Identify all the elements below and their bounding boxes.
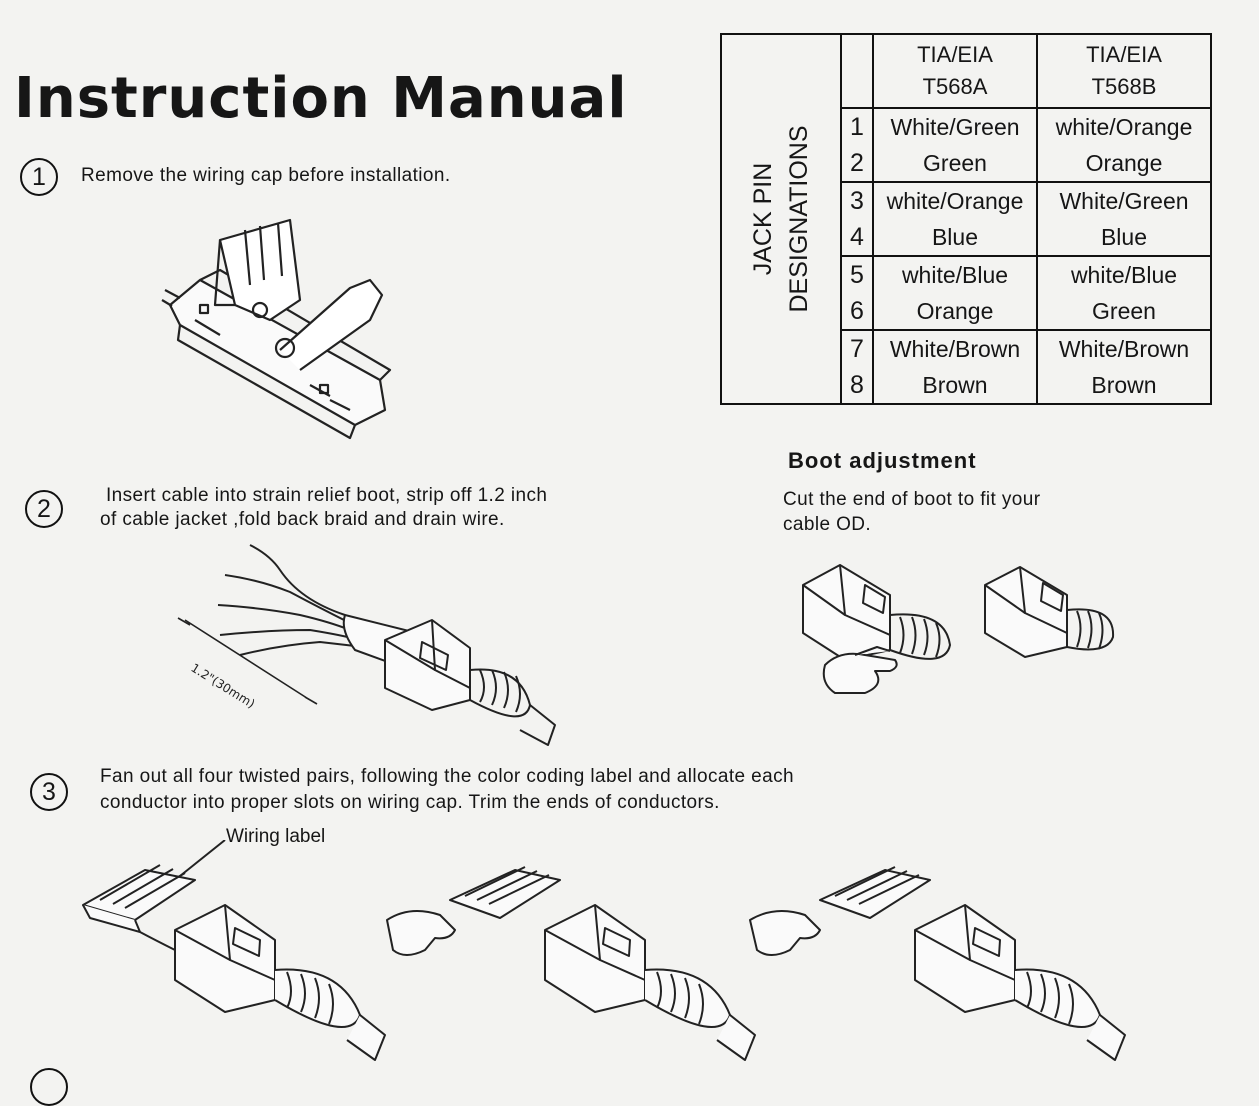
table-row: 1 White/Green white/Orange [721,107,1212,145]
table-row: 3 white/Orange White/Green [721,181,1212,219]
boot-adjustment-text-1: Cut the end of boot to fit your [783,489,1041,510]
step-2-text-2: of cable jacket ,fold back braid and dra… [100,509,505,530]
table-row: 8 Brown Brown [721,367,1212,405]
header-t568b: TIA/EIA T568B [1036,33,1212,109]
step-3-text-1: Fan out all four twisted pairs, followin… [100,766,794,787]
jack-pin-label-cell: JACK PIN DESIGNATIONS [720,33,842,405]
step-2-text-1: Insert cable into strain relief boot, st… [106,485,548,506]
step-4-number-partial [30,1068,68,1106]
wiring-label-callout: Wiring label [226,826,326,847]
dimension-label: 1.2"(30mm) [188,661,257,711]
jack-pin-designations-table: JACK PIN DESIGNATIONS TIA/EIA T568A TIA/… [720,33,1212,405]
table-row: 2 Green Orange [721,145,1212,183]
boot-adjustment-title: Boot adjustment [788,448,977,473]
boot-adjustment-text-2: cable OD. [783,514,872,535]
designations-label: DESIGNATIONS [785,125,813,313]
boot-adjustment-illustration [802,564,1115,694]
table-row: 4 Blue Blue [721,219,1212,257]
step-2-number: 2 [25,490,63,528]
step-3-text-2: conductor into proper slots on wiring ca… [100,792,720,813]
fan-out-illustrations [82,840,1126,1061]
connector-open-cap-illustration [161,218,392,440]
step-1-number: 1 [20,158,58,196]
table-row: 6 Orange Green [721,293,1212,331]
step-1-text: Remove the wiring cap before installatio… [81,165,451,186]
step-3-number: 3 [30,773,68,811]
jack-pin-label: JACK PIN [749,162,777,276]
page-title: Instruction Manual [14,66,628,131]
cable-strip-illustration: 1.2"(30mm) [177,544,556,746]
table-row: 5 white/Blue white/Blue [721,255,1212,293]
table-row: 7 White/Brown White/Brown [721,329,1212,367]
header-t568a: TIA/EIA T568A [872,33,1038,109]
